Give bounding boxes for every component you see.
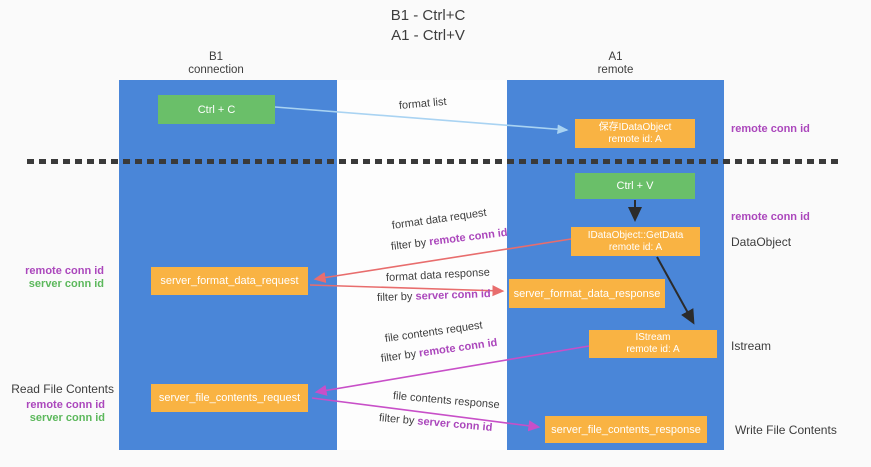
save-idataobject-line1: 保存IDataObject: [598, 121, 672, 133]
write-file-contents-label: Write File Contents: [735, 423, 837, 437]
getdata-line1: IDataObject::GetData: [587, 229, 684, 241]
istream-line2: remote id: A: [626, 344, 680, 355]
right-remote-conn-id-label-1: remote conn id: [731, 123, 810, 135]
left-server-conn-id-label-2: server conn id: [29, 412, 105, 424]
server-file-contents-request-label: server_file_contents_request: [158, 392, 301, 404]
lane-header-a1: A1 remote: [507, 51, 724, 77]
istream-box: IStream remote id: A: [589, 330, 717, 358]
left-remote-conn-id-label-2: remote conn id: [26, 399, 105, 411]
server-format-data-request-label: server_format_data_request: [160, 275, 299, 287]
lane-header-a1-name: A1: [608, 51, 623, 63]
save-idataobject-line2: remote id: A: [608, 133, 662, 145]
read-file-contents-label: Read File Contents: [11, 382, 114, 396]
left-server-conn-id-label-1: server conn id: [28, 278, 104, 290]
server-format-data-response-box: server_format_data_response: [509, 279, 665, 308]
idataobject-getdata-box: IDataObject::GetData remote id: A: [571, 227, 700, 256]
server-file-contents-response-box: server_file_contents_response: [545, 416, 707, 443]
lane-header-b1-name: B1: [208, 51, 224, 63]
ctrl-v-label: Ctrl + V: [616, 180, 654, 192]
filter-by-text: filter by: [376, 290, 416, 304]
lane-header-a1-role: remote: [597, 64, 634, 76]
istream-line1: IStream: [635, 332, 671, 343]
ctrl-v-box: Ctrl + V: [575, 173, 695, 199]
lane-header-b1: B1 connection: [107, 51, 325, 77]
getdata-line2: remote id: A: [608, 241, 663, 253]
title-line-2: A1 - Ctrl+V: [391, 27, 465, 44]
left-remote-conn-id-label-1: remote conn id: [25, 265, 104, 277]
save-idataobject-box: 保存IDataObject remote id: A: [575, 119, 695, 148]
dashed-divider: [27, 159, 839, 164]
server-file-contents-response-label: server_file_contents_response: [551, 423, 701, 436]
right-remote-conn-id-label-2: remote conn id: [731, 211, 810, 223]
lane-header-b1-role: connection: [188, 64, 244, 76]
ctrl-c-box: Ctrl + C: [158, 95, 275, 124]
server-file-contents-request-box: server_file_contents_request: [151, 384, 308, 412]
dataobject-label: DataObject: [731, 235, 792, 249]
istream-side-label: Istream: [731, 339, 772, 353]
ctrl-c-label: Ctrl + C: [197, 103, 236, 116]
server-format-data-request-box: server_format_data_request: [151, 267, 308, 295]
diagram-title: B1 - Ctrl+C A1 - Ctrl+V: [328, 6, 528, 46]
server-format-data-response-label: server_format_data_response: [513, 287, 661, 300]
left-conn-id-group: remote conn id server conn id: [0, 265, 104, 291]
title-line-1: B1 - Ctrl+C: [390, 7, 466, 24]
